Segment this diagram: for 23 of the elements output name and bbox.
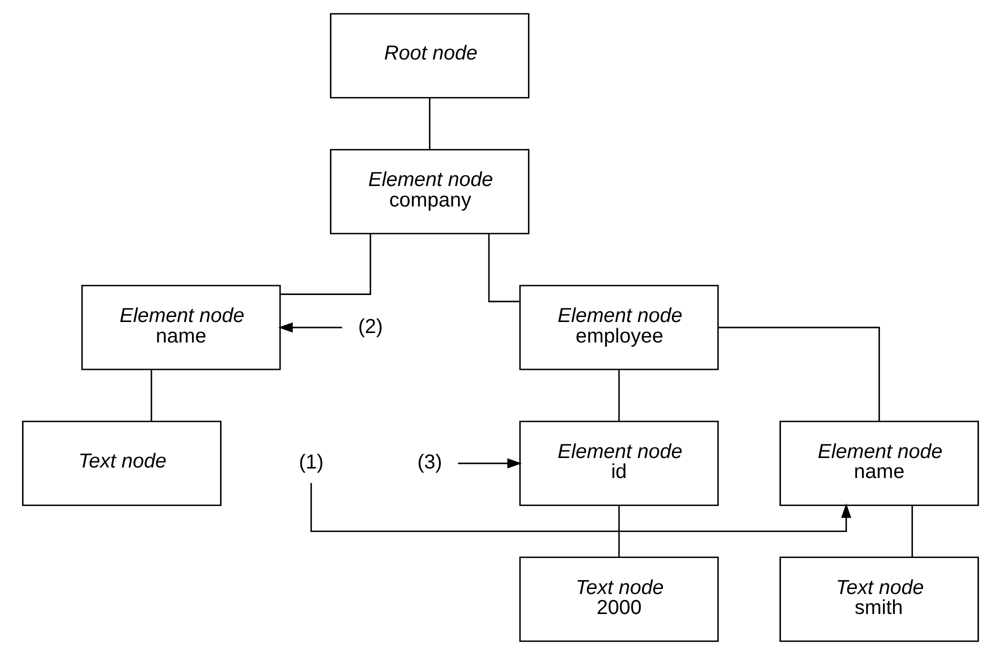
arrow [278,322,342,333]
connector [428,98,430,150]
node-box: Root node [329,13,529,98]
connector [910,506,912,558]
node-text: (1) [298,452,324,474]
connector [488,234,520,302]
node-box: Element node name [778,420,978,506]
connector [718,326,880,422]
arrow [310,483,851,532]
node-box: Text node smith [778,556,978,642]
connector [618,370,620,422]
node-box: Element node id [518,420,718,506]
connector [150,370,152,422]
node-box: Element node company [329,148,529,234]
connector [280,234,371,295]
node-box: Text node [22,420,222,506]
node-box: Text node 2000 [518,556,718,642]
node-text: (2) [358,316,382,338]
connector [618,506,620,558]
node-text: (3) [416,452,442,474]
node-box: Element node name [80,284,280,370]
node-box: Element node employee [518,284,718,370]
arrow [458,458,522,468]
